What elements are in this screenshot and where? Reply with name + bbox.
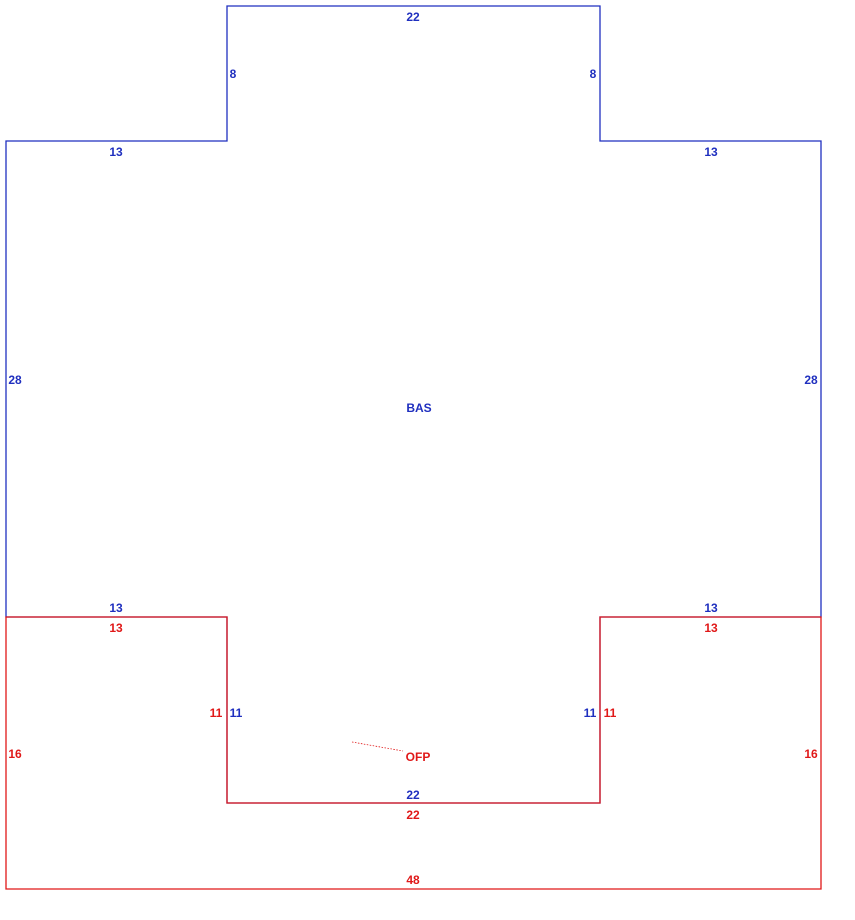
bas-left-dimension: 28 (8, 373, 22, 387)
bas-top-dimension: 22 (406, 10, 420, 24)
bas-upper-left-step-dimension: 13 (109, 145, 123, 159)
ofp-right-top-dimension: 13 (704, 621, 718, 635)
ofp-inner-left-dimension: 11 (210, 706, 223, 720)
bas-upper-right-step-dimension: 13 (704, 145, 718, 159)
bas-top-right-riser-dimension: 8 (590, 67, 597, 81)
ofp-bottom-dimension: 48 (406, 873, 420, 887)
bas-lower-left-step-dimension: 13 (109, 601, 123, 615)
ofp-outline (5, 616, 822, 890)
bas-area-label: BAS (406, 401, 431, 415)
ofp-inner-bottom-dimension: 22 (406, 808, 420, 822)
ofp-left-dimension: 16 (8, 747, 22, 761)
bas-right-dimension: 28 (804, 373, 818, 387)
ofp-area-label: OFP (406, 750, 431, 764)
ofp-leader-line (351, 741, 404, 752)
bas-inner-left-dimension: 11 (230, 706, 243, 720)
bas-lower-right-step-dimension: 13 (704, 601, 718, 615)
ofp-left-top-dimension: 13 (109, 621, 123, 635)
bas-inner-right-dimension: 11 (584, 706, 597, 720)
ofp-right-dimension: 16 (804, 747, 818, 761)
bas-top-left-riser-dimension: 8 (230, 67, 237, 81)
ofp-inner-right-dimension: 11 (604, 706, 617, 720)
bas-bottom-dimension: 22 (406, 788, 420, 802)
